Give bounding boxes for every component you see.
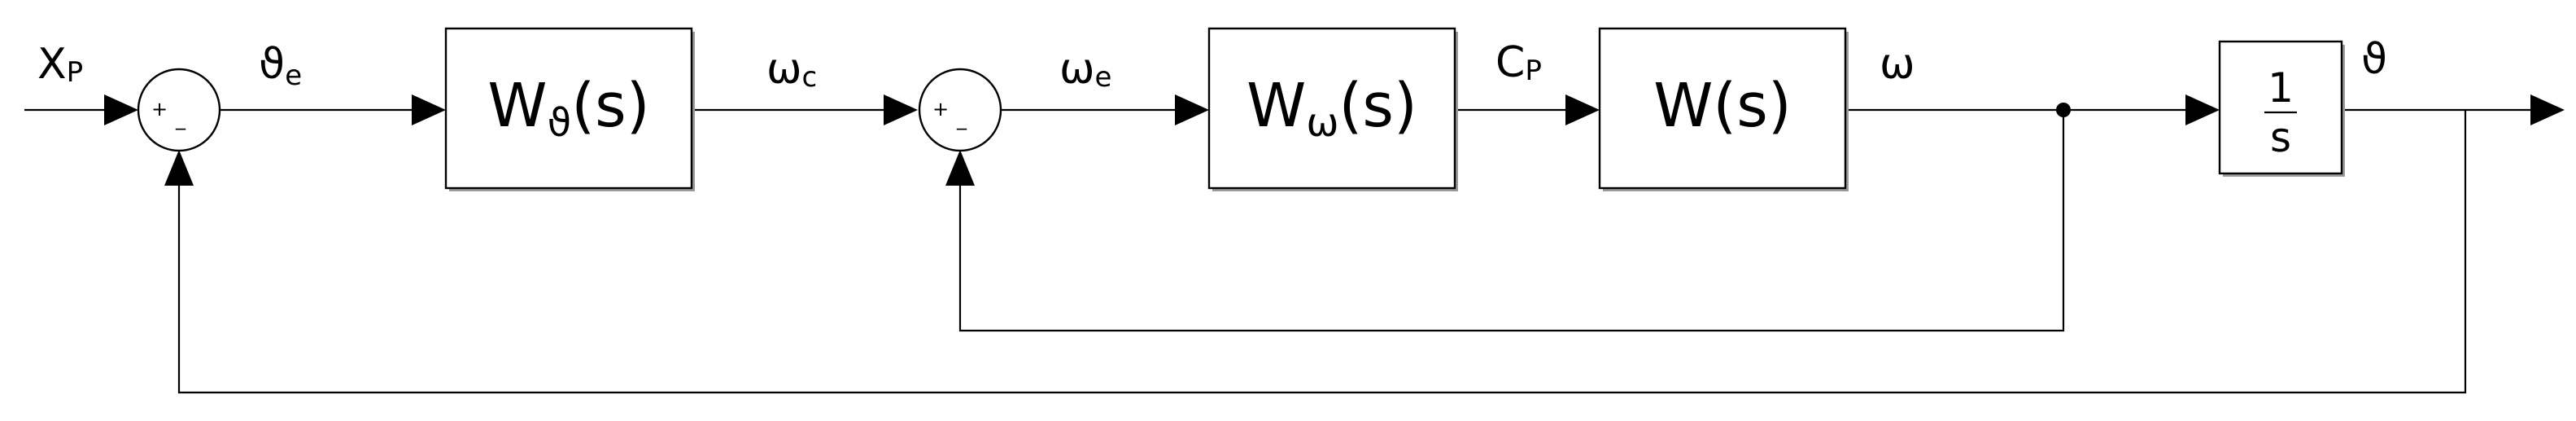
inner-feedback-wire	[958, 110, 2065, 332]
arrowhead-position-controller-input	[412, 94, 446, 125]
arrowhead-plant-input	[1565, 94, 1600, 125]
arrowhead-outer-feedback	[164, 150, 194, 186]
speed-label: ω	[1880, 40, 1915, 89]
speed-error-label: ωe	[1059, 45, 1111, 94]
integrator-numerator: 1	[2268, 64, 2294, 112]
torque-label: CP	[1495, 38, 1542, 87]
inner-summing-junction: + _	[918, 68, 1002, 152]
plant-label: W(s)	[1653, 71, 1791, 141]
arrowhead-speed-controller-input	[1175, 94, 1209, 125]
plant-block: W(s)	[1598, 27, 1849, 191]
arrowhead-integrator-input	[2185, 94, 2220, 125]
arrowhead-inner-sum-input	[884, 94, 918, 125]
arrowhead-output	[2530, 94, 2565, 125]
outer-summing-junction: + _	[137, 68, 221, 152]
arrowheads	[104, 94, 2565, 186]
inner-sum-minus-sign: _	[956, 107, 967, 130]
integrator-block: 1 s	[2218, 40, 2345, 177]
outer-sum-plus-sign: +	[151, 98, 168, 121]
position-error-label: ϑe	[259, 40, 302, 92]
branch-point	[2056, 103, 2071, 117]
speed-command-label: ωc	[766, 45, 817, 94]
position-controller-block: Wϑ(s)	[444, 27, 695, 191]
arrowhead-inner-feedback	[945, 150, 975, 186]
speed-controller-label: Wω(s)	[1247, 71, 1417, 146]
outer-sum-minus-sign: _	[175, 107, 186, 130]
position-controller-label: Wϑ(s)	[487, 71, 649, 146]
inner-sum-plus-sign: +	[932, 98, 949, 121]
arrowhead-outer-sum-input	[104, 94, 138, 125]
outer-feedback-wire	[177, 110, 2467, 394]
integrator-denominator: s	[2270, 114, 2291, 161]
position-label: ϑ	[2361, 35, 2387, 84]
speed-controller-block: Wω(s)	[1207, 27, 1458, 191]
signal-wires	[24, 108, 2530, 394]
input-signal-label: XP	[37, 40, 83, 89]
